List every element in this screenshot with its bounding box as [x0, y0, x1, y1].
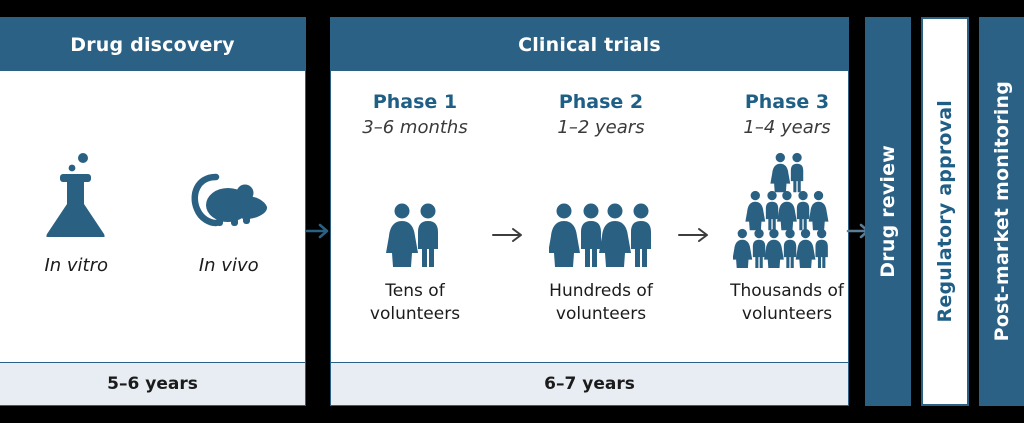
mouse-icon	[159, 145, 299, 237]
phase-3-duration: 1–4 years	[743, 117, 831, 138]
phase-1-volunteers: Tens of volunteers	[339, 280, 491, 326]
phase-1-people-icon	[339, 150, 491, 268]
connector-arrow-discovery-to-trials	[304, 219, 332, 243]
phase-1-title: Phase 1	[372, 91, 458, 113]
drug-discovery-duration: 5–6 years	[0, 362, 305, 405]
clinical-trials-body: Phase 1 3–6 months Te	[331, 71, 848, 362]
regulatory-approval-label: Regulatory approval	[934, 100, 956, 323]
post-market-monitoring-label: Post-market monitoring	[990, 81, 1013, 342]
in-vitro-label: In vitro	[44, 255, 109, 276]
stage-panel-drug-discovery: Drug discovery In vitr	[0, 17, 306, 406]
stage-panel-regulatory-approval: Regulatory approval	[921, 17, 969, 406]
phase-3-volunteers-line2: volunteers	[741, 303, 833, 324]
connector-arrow-phase2-to-phase3	[677, 91, 711, 244]
phase-column-3: Phase 3 1–4 years	[711, 91, 863, 326]
discovery-item-in-vivo: In vivo	[159, 145, 299, 276]
phase-2-people-icon	[525, 150, 677, 268]
in-vivo-label: In vivo	[198, 255, 259, 276]
drug-review-label: Drug review	[877, 145, 899, 278]
phase-2-title: Phase 2	[558, 91, 644, 113]
phase-3-volunteers-line1: Thousands of	[730, 281, 844, 301]
phase-3-people-pyramid-icon	[711, 150, 863, 268]
connector-arrow-phase1-to-phase2	[491, 91, 525, 244]
clinical-trials-header: Clinical trials	[331, 18, 848, 71]
drug-discovery-header: Drug discovery	[0, 18, 305, 71]
phase-3-title: Phase 3	[744, 91, 830, 113]
phase-3-volunteers: Thousands of volunteers	[711, 280, 863, 326]
stage-panel-clinical-trials: Clinical trials Phase 1 3–6 months	[330, 17, 849, 406]
phase-column-1: Phase 1 3–6 months Te	[339, 91, 491, 326]
phase-2-volunteers-line1: Hundreds of	[549, 281, 653, 301]
phase-column-2: Phase 2 1–2 years	[525, 91, 677, 326]
phase-1-volunteers-line2: volunteers	[369, 303, 461, 324]
discovery-item-in-vitro: In vitro	[6, 145, 146, 276]
phase-1-duration: 3–6 months	[362, 117, 468, 138]
phase-1-volunteers-line1: Tens of	[385, 281, 445, 301]
clinical-trials-duration: 6–7 years	[331, 362, 848, 405]
flask-icon	[6, 145, 146, 237]
drug-discovery-items: In vitro	[0, 145, 305, 276]
phase-2-duration: 1–2 years	[557, 117, 645, 138]
drug-discovery-body: In vitro	[0, 71, 305, 362]
phase-columns: Phase 1 3–6 months Te	[339, 91, 844, 326]
phase-2-volunteers: Hundreds of volunteers	[525, 280, 677, 326]
stage-panel-post-market-monitoring: Post-market monitoring	[979, 17, 1024, 406]
phase-2-volunteers-line2: volunteers	[555, 303, 647, 324]
stage-panel-drug-review: Drug review	[865, 17, 911, 406]
